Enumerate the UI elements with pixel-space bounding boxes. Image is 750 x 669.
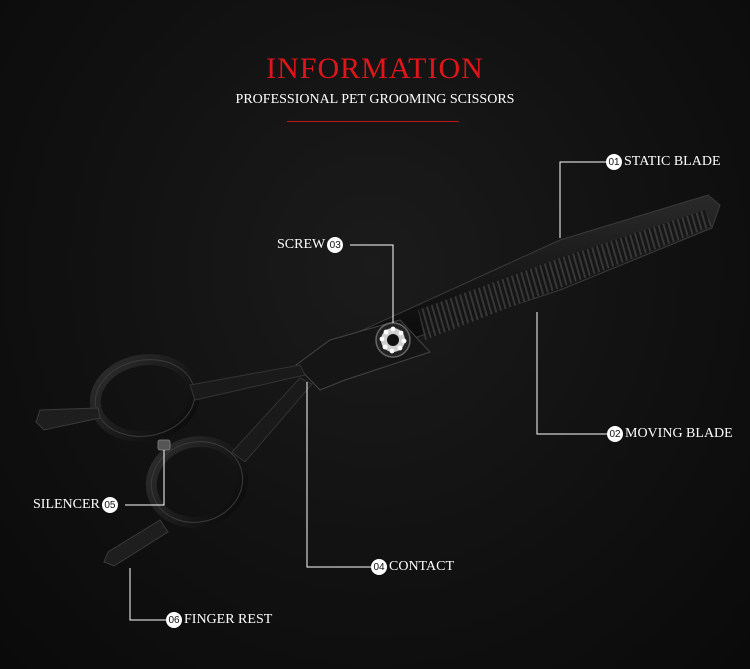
part-number-badge: 02: [607, 426, 623, 442]
part-number-badge: 06: [166, 612, 182, 628]
pivot-screw: [375, 322, 411, 358]
leader-moving-blade: [536, 312, 607, 435]
part-number-badge: 03: [327, 237, 344, 253]
upper-ring: [89, 354, 306, 442]
part-number-badge: 01: [606, 154, 622, 170]
leader-screw: [350, 244, 394, 323]
label-contact: 04 CONTACT: [371, 558, 454, 576]
part-number-badge: 05: [101, 497, 118, 513]
leader-contact: [306, 382, 371, 568]
part-name: SILENCER: [33, 497, 100, 512]
lower-finger-rest: [103, 519, 169, 567]
part-name: SCREW: [277, 237, 326, 252]
label-finger-rest: 06 FINGER REST: [166, 611, 272, 629]
page-title: INFORMATION: [266, 52, 484, 85]
label-screw: SCREW 03: [277, 236, 344, 254]
label-moving-blade: 02 MOVING BLADE: [607, 425, 733, 443]
lower-ring: [145, 377, 313, 528]
label-silencer: SILENCER 05: [33, 496, 118, 514]
part-number-badge: 04: [371, 559, 387, 575]
leader-finger-rest: [129, 568, 166, 621]
silencer: [157, 439, 171, 451]
title-divider: [287, 121, 459, 122]
page-subtitle: PROFESSIONAL PET GROOMING SCISSORS: [235, 92, 515, 107]
blade-teeth: [418, 210, 712, 340]
part-name: FINGER REST: [184, 612, 273, 627]
label-static-blade: 01 STATIC BLADE: [606, 153, 721, 171]
part-name: MOVING BLADE: [625, 426, 733, 441]
leader-lines: [125, 161, 607, 621]
moving-blade: [295, 319, 431, 391]
upper-finger-rest: [35, 407, 101, 431]
leader-static-blade: [559, 161, 606, 238]
part-name: STATIC BLADE: [624, 154, 721, 169]
leader-silencer: [125, 450, 165, 506]
part-name: CONTACT: [389, 559, 454, 574]
